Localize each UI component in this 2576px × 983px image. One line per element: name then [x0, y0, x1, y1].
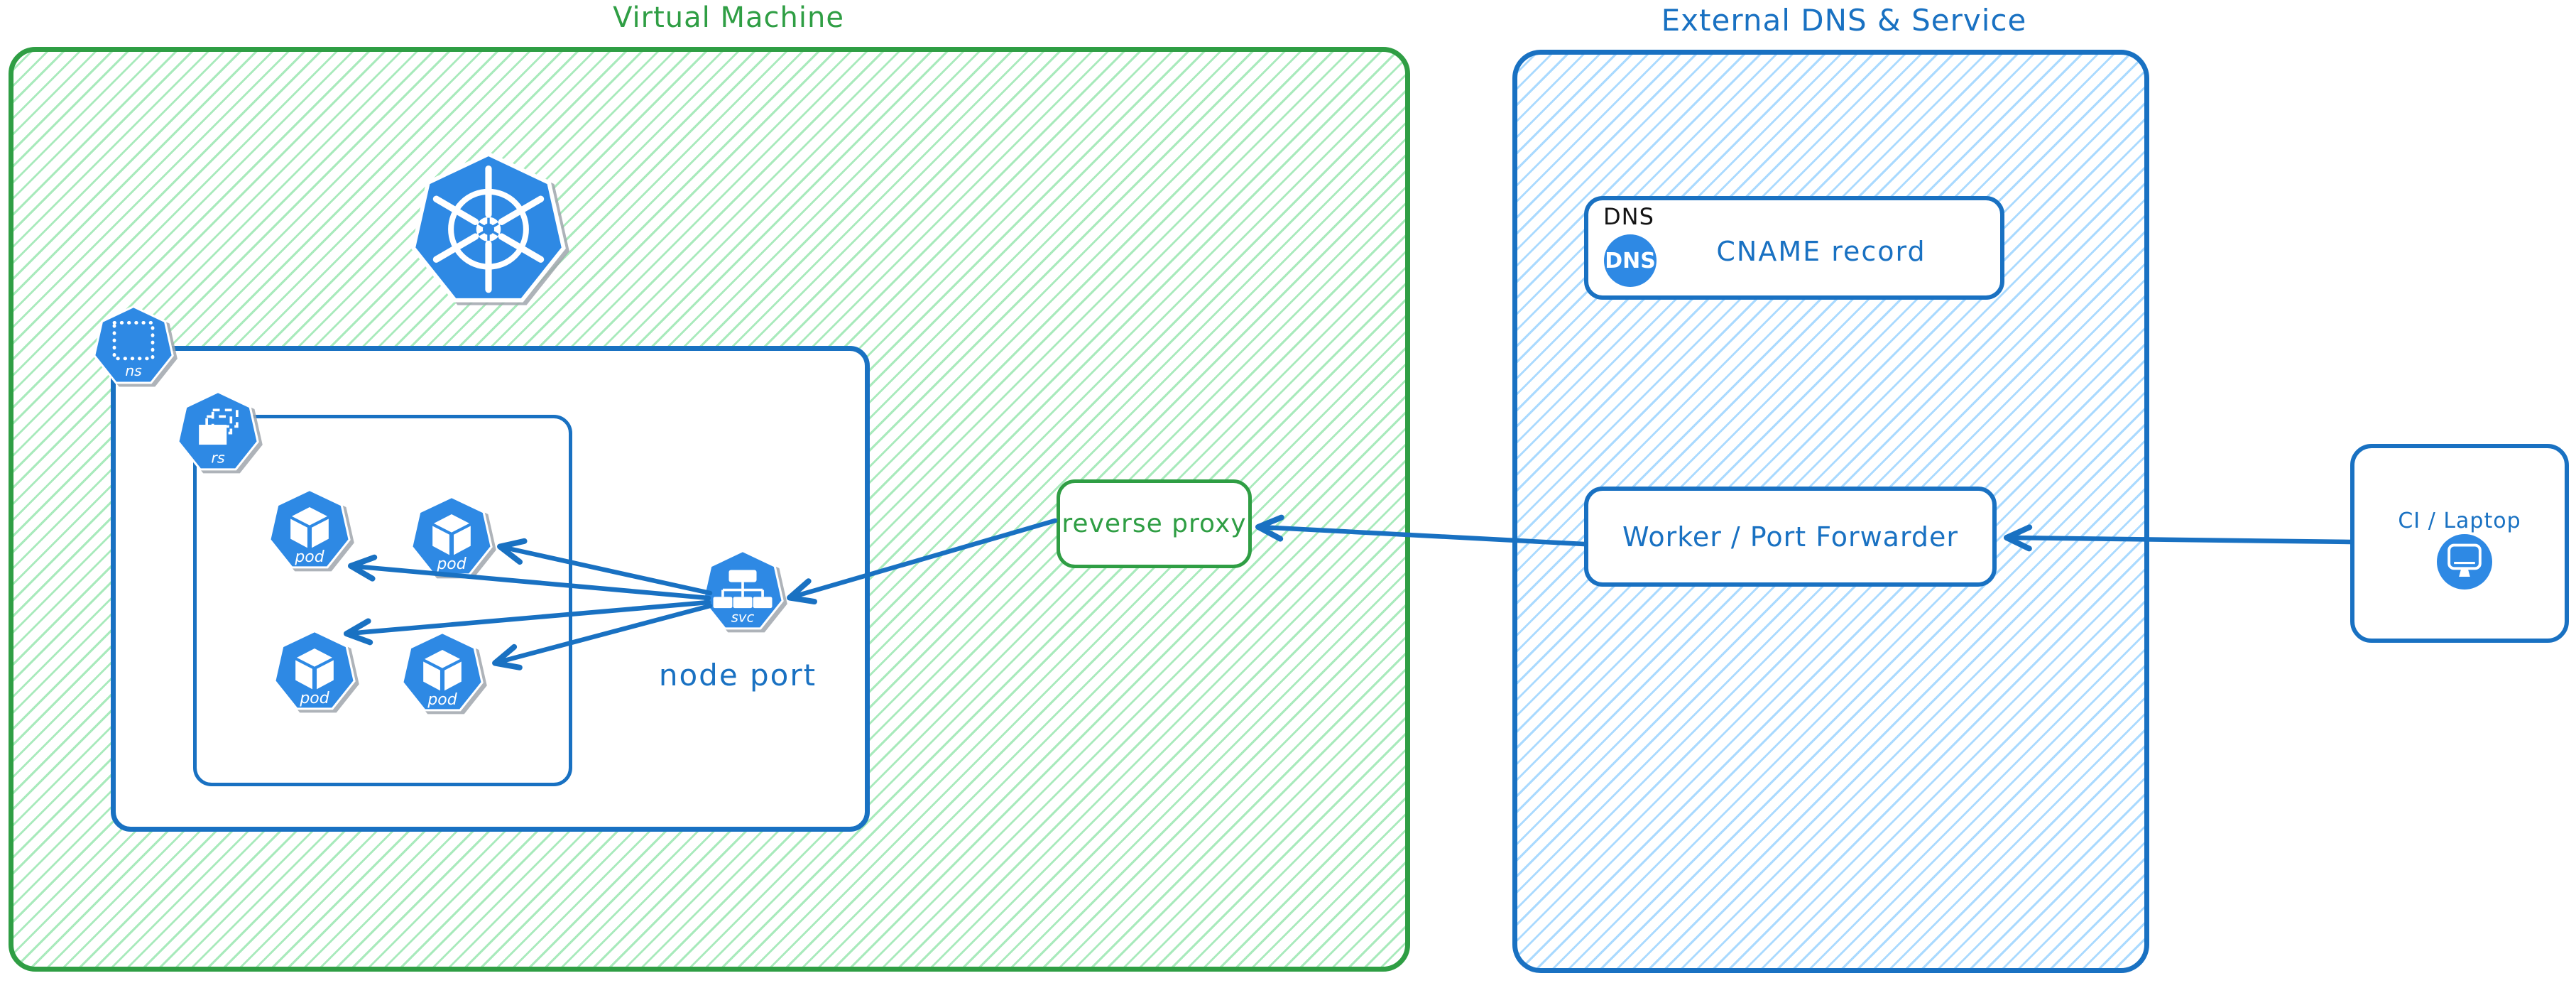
namespace-badge-label: ns — [125, 362, 142, 379]
service-icon: svc — [699, 548, 786, 635]
pod-icon: pod — [271, 629, 358, 715]
reverse-proxy-label: reverse proxy — [1061, 509, 1247, 538]
worker-port-forwarder-label: Worker / Port Forwarder — [1622, 521, 1959, 553]
virtual-machine-title: Virtual Machine — [613, 1, 844, 34]
pod-label: pod — [294, 548, 324, 566]
node-port-label: node port — [658, 658, 817, 693]
dns-tag-label: DNS — [1603, 203, 1654, 230]
replicaset-badge-label: rs — [211, 450, 225, 467]
worker-port-forwarder-box: Worker / Port Forwarder — [1584, 487, 1997, 587]
pod-icon: pod — [266, 487, 353, 574]
pod-icon: pod — [408, 494, 495, 581]
dns-icon: DNS — [1604, 234, 1657, 287]
namespace-icon: ns — [91, 304, 176, 389]
kubernetes-logo-icon — [407, 148, 570, 314]
dns-icon-label: DNS — [1605, 248, 1656, 273]
replicaset-icon: rs — [175, 389, 261, 476]
pod-label: pod — [436, 555, 466, 573]
pod-icon: pod — [399, 630, 486, 717]
pod-label: pod — [427, 691, 457, 709]
cname-record-label: CNAME record — [1716, 236, 1926, 267]
laptop-icon — [2437, 534, 2492, 590]
reverse-proxy-box: reverse proxy — [1057, 479, 1252, 568]
service-badge-label: svc — [731, 609, 755, 626]
dns-record-box — [1584, 196, 2004, 300]
pod-label: pod — [299, 690, 329, 707]
external-dns-service-title: External DNS & Service — [1661, 3, 2027, 38]
ci-laptop-label: CI / Laptop — [2398, 509, 2521, 533]
